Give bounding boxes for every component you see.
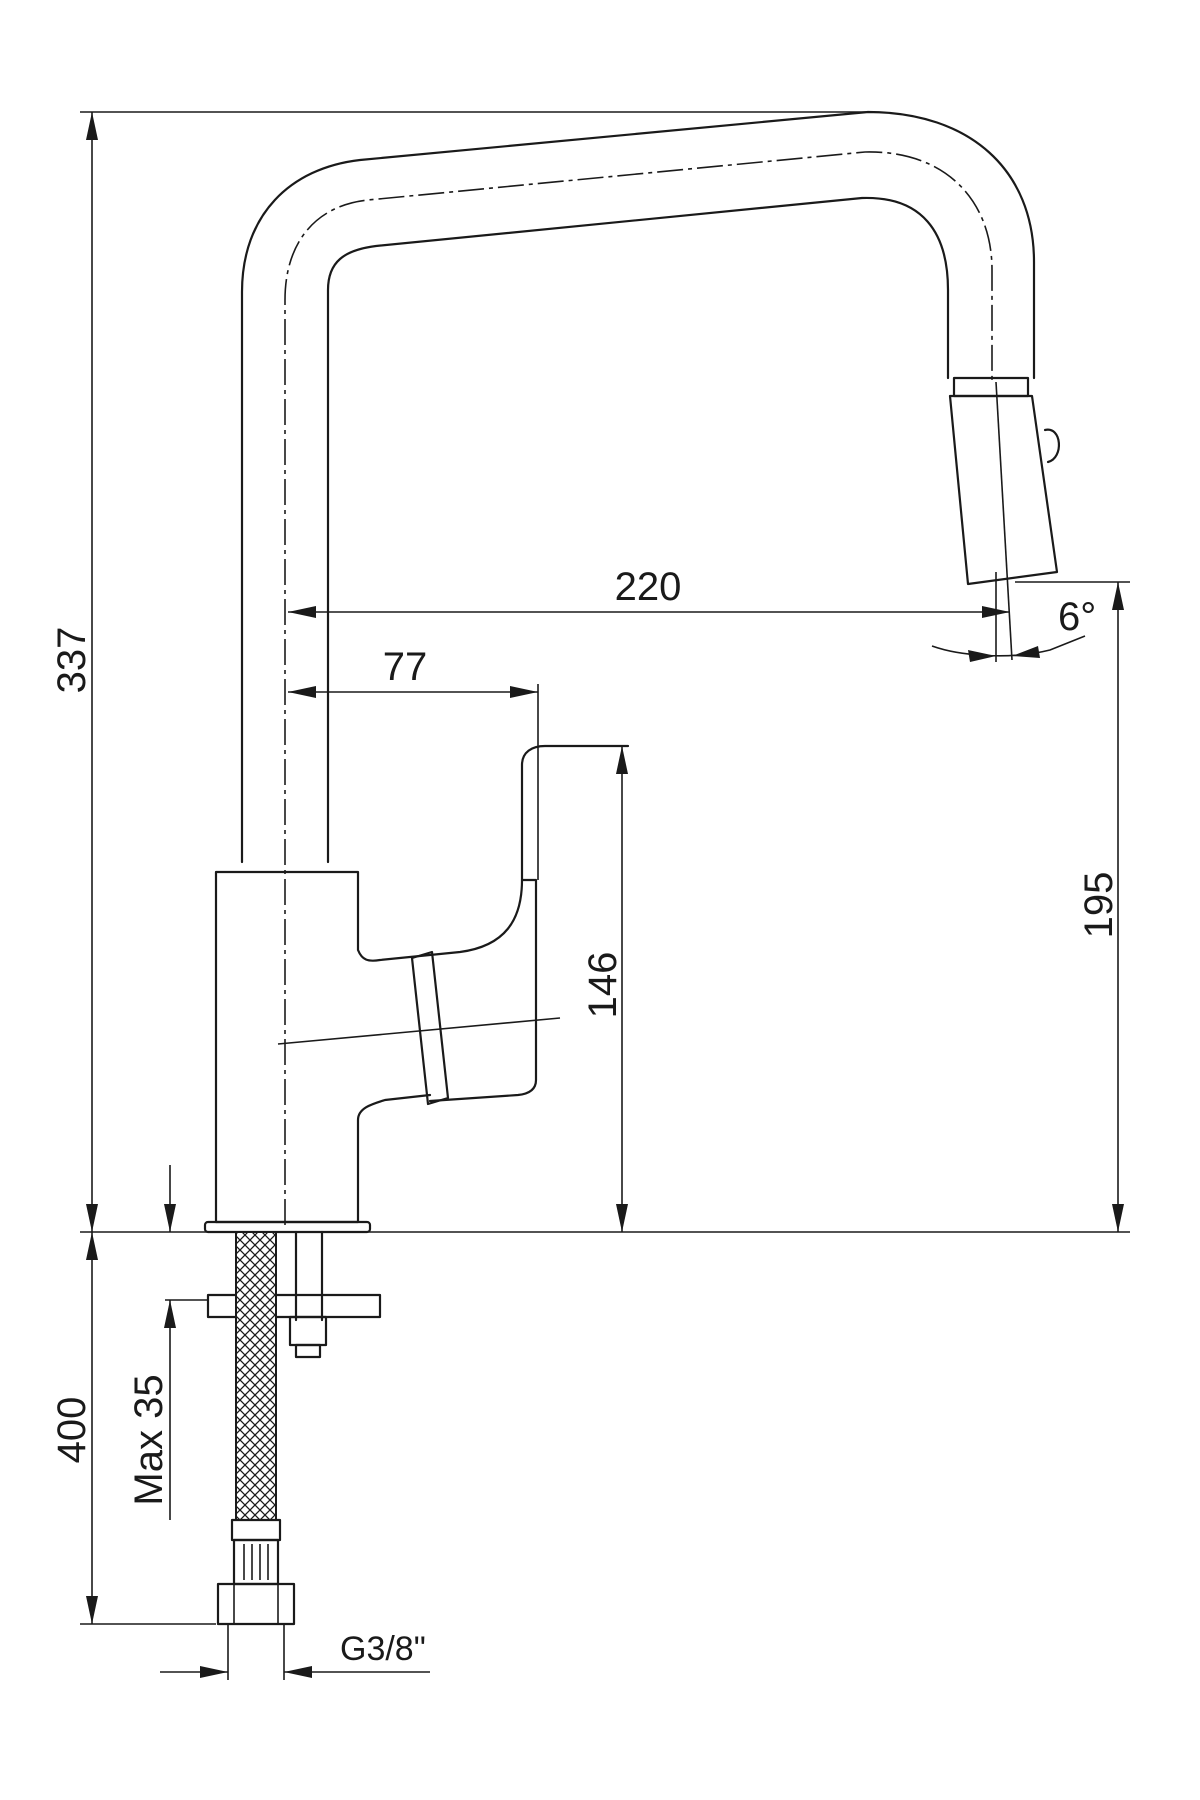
hose-length-label: 400 <box>50 1397 94 1464</box>
deck-thickness-arrow-top <box>164 1204 176 1232</box>
spout-inner-contour <box>326 196 950 864</box>
connection-thread-label: G3/8" <box>340 1630 426 1668</box>
spray-head-body <box>948 394 1059 586</box>
spray-angle-arrow-right <box>1012 646 1040 658</box>
lever-handle <box>428 878 538 1103</box>
hose-length-arrow-top <box>86 1232 98 1260</box>
hose-ferrule <box>230 1518 282 1542</box>
spray-angle-arrow-left <box>968 650 996 662</box>
lever-offset-label: 77 <box>383 645 428 689</box>
lever-height-arrow-top <box>616 746 628 774</box>
outlet-height-arrow-bottom <box>1112 1204 1124 1232</box>
flexible-hose <box>216 1231 296 1626</box>
spout-reach-label: 220 <box>615 565 682 609</box>
reach-arrow-left <box>288 606 316 618</box>
spout-centerline <box>284 151 993 1225</box>
thread-arrow-left <box>200 1666 228 1678</box>
faucet-outline <box>203 110 1061 1234</box>
spray-button <box>1043 428 1061 464</box>
faucet-body <box>214 744 630 1224</box>
mounting-plate <box>206 1293 382 1319</box>
overall-height-label: 337 <box>50 627 94 694</box>
overall-height-arrow-bottom <box>86 1204 98 1232</box>
thread-arrow-right <box>284 1666 312 1678</box>
spout-outer-contour <box>240 110 1036 864</box>
overall-height-arrow-top <box>86 112 98 140</box>
lever-height-label: 146 <box>581 952 625 1019</box>
lever-height-arrow-bottom <box>616 1204 628 1232</box>
deck-thickness-arrow-bottom <box>164 1300 176 1328</box>
lever-offset-arrow-right <box>510 686 538 698</box>
hose-length-arrow-bottom <box>86 1596 98 1624</box>
spray-head-axis <box>995 381 1013 661</box>
dimension-lines <box>80 111 1130 1680</box>
spray-head-collar <box>952 376 1030 398</box>
base-plate <box>203 1220 372 1234</box>
lever-offset-arrow-left <box>288 686 316 698</box>
fixing-nut <box>288 1315 328 1347</box>
dimension-labels: 337 400 Max 35 G3/8" 220 77 146 195 6° <box>50 565 1121 1668</box>
outlet-height-label: 195 <box>1077 872 1121 939</box>
fixing-nut-cap <box>294 1343 322 1359</box>
lever-cartridge <box>410 950 450 1106</box>
mounting-hardware <box>206 1230 382 1359</box>
faucet-body-lower <box>214 1093 432 1224</box>
hose-crimp <box>232 1538 280 1586</box>
spray-angle-label: 6° <box>1058 595 1096 639</box>
max-deck-thickness-label: Max 35 <box>127 1374 171 1505</box>
connection-nut <box>216 1582 296 1626</box>
outlet-height-arrow-top <box>1112 582 1124 610</box>
cartridge-axis <box>277 1017 561 1045</box>
braided-hose <box>235 1231 277 1521</box>
